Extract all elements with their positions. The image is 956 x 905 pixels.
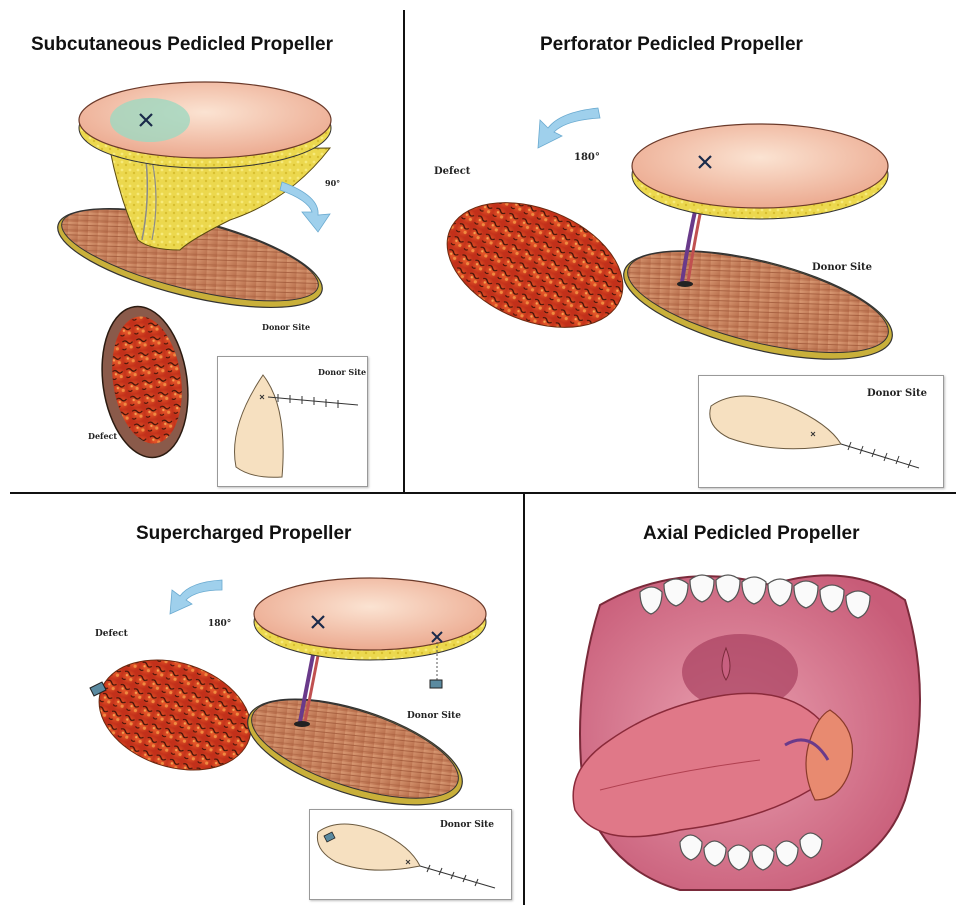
skin-flap xyxy=(632,124,888,219)
rotation-angle-label: 180° xyxy=(574,152,600,163)
rotation-arrow xyxy=(538,108,600,148)
inset-label: Donor Site xyxy=(867,388,927,399)
muscle-bed xyxy=(613,229,902,381)
defect-wound xyxy=(429,179,642,352)
donor-site-inset: Donor Site xyxy=(698,375,944,488)
defect-wound xyxy=(85,641,266,788)
donor-site-inset: Donor Site xyxy=(309,809,512,900)
muscle-bed xyxy=(236,677,475,826)
donor-site-label: Donor Site xyxy=(262,322,310,332)
rotation-arrow xyxy=(170,580,222,614)
horizontal-divider xyxy=(10,492,956,494)
inset-label: Donor Site xyxy=(318,367,366,377)
rotation-arrow xyxy=(280,182,330,232)
clamp-icon xyxy=(430,680,442,688)
defect-label: Defect xyxy=(88,431,117,441)
panel-title-subcutaneous: Subcutaneous Pedicled Propeller xyxy=(31,34,333,56)
vertical-divider-top xyxy=(403,10,405,494)
supercharged-illustration xyxy=(85,578,486,827)
panel-title-supercharged: Supercharged Propeller xyxy=(136,523,351,545)
defect-label: Defect xyxy=(95,629,128,639)
perforator-illustration xyxy=(429,108,903,381)
defect-label: Defect xyxy=(434,166,470,177)
donor-site-label: Donor Site xyxy=(812,262,872,273)
panel-title-perforator: Perforator Pedicled Propeller xyxy=(540,34,803,56)
skin-flap xyxy=(254,578,486,688)
skin-flap xyxy=(79,82,331,168)
vertical-divider-bottom xyxy=(523,494,525,905)
panel-title-axial: Axial Pedicled Propeller xyxy=(643,523,859,545)
donor-site-inset: Donor Site xyxy=(217,356,368,487)
donor-site-label: Donor Site xyxy=(407,711,461,721)
rotation-angle-label: 90° xyxy=(325,178,340,188)
axial-illustration xyxy=(573,575,920,890)
inset-label: Donor Site xyxy=(440,820,494,830)
rotation-angle-label: 180° xyxy=(208,619,231,629)
